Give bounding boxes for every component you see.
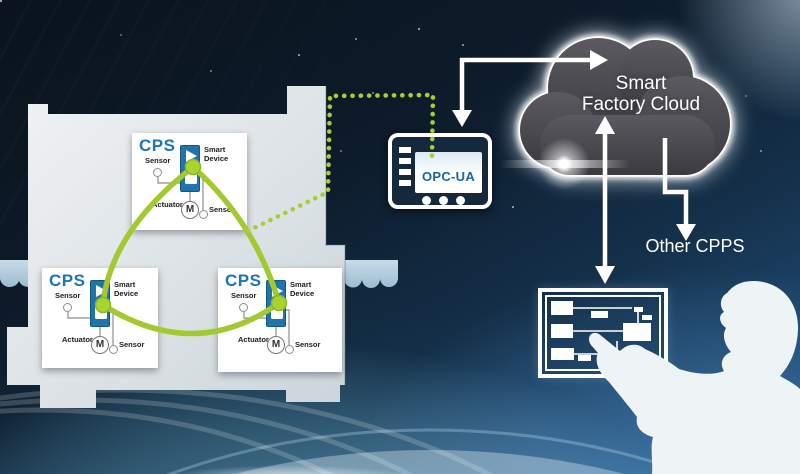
other-cpps-label: Other CPPS xyxy=(645,236,745,256)
device-key xyxy=(399,180,411,186)
sensor-label: Sensor xyxy=(231,291,257,300)
sensor-icon xyxy=(63,303,72,312)
device-slot xyxy=(185,169,197,184)
cps-label: CPS xyxy=(225,271,262,290)
cloud-title: Smart Factory Cloud xyxy=(550,73,732,115)
play-icon xyxy=(186,150,197,162)
cps-label: CPS xyxy=(139,136,176,155)
device-slot xyxy=(271,304,283,319)
display-flowchart xyxy=(551,301,652,361)
hmi-display xyxy=(538,288,668,378)
actuator-label: Actuator xyxy=(152,200,183,209)
cloud-title-line2: Factory Cloud xyxy=(581,94,701,115)
device-slot xyxy=(95,304,107,319)
sensor-label: Sensor xyxy=(209,205,235,214)
device-key xyxy=(399,147,411,153)
opcua-screen: OPC-UA xyxy=(415,152,482,193)
sensor-icon xyxy=(153,168,162,177)
cps-label: CPS xyxy=(49,271,86,290)
device-button xyxy=(456,196,465,205)
actuator-label: Actuator xyxy=(62,335,93,344)
sensor-icon xyxy=(199,210,208,219)
cloud-title-line1: Smart xyxy=(615,73,667,94)
play-icon xyxy=(272,285,283,297)
smart-device-label: Smart Device xyxy=(204,145,229,163)
device-key xyxy=(399,158,411,164)
play-icon xyxy=(96,285,107,297)
cps-box-2: CPS Sensor Smart Device Actuator M Senso… xyxy=(42,268,158,368)
cps-box-3: CPS Sensor Smart Device Actuator M Senso… xyxy=(218,268,342,372)
sensor-icon xyxy=(239,303,248,312)
motor-icon: M xyxy=(267,336,285,354)
lens-flare-streak xyxy=(500,160,630,168)
motor-icon: M xyxy=(91,336,109,354)
stars xyxy=(0,0,2,2)
cps-box-1: CPS Sensor Smart Device Actuator M Senso… xyxy=(132,133,247,230)
horizon-glow xyxy=(160,465,420,474)
smart-device-label: Smart Device xyxy=(114,280,139,298)
device-button xyxy=(439,196,448,205)
sensor-label: Sensor xyxy=(119,340,145,349)
motor-icon: M xyxy=(181,201,199,219)
sensor-label: Sensor xyxy=(295,340,321,349)
sensor-label: Sensor xyxy=(55,291,81,300)
device-key xyxy=(399,169,411,175)
sensor-label: Sensor xyxy=(145,156,171,165)
sensor-icon xyxy=(285,345,294,354)
smart-device-label: Smart Device xyxy=(290,280,315,298)
actuator-label: Actuator xyxy=(238,335,269,344)
opcua-device: OPC-UA xyxy=(388,133,492,209)
device-button xyxy=(422,196,431,205)
sensor-icon xyxy=(109,345,118,354)
